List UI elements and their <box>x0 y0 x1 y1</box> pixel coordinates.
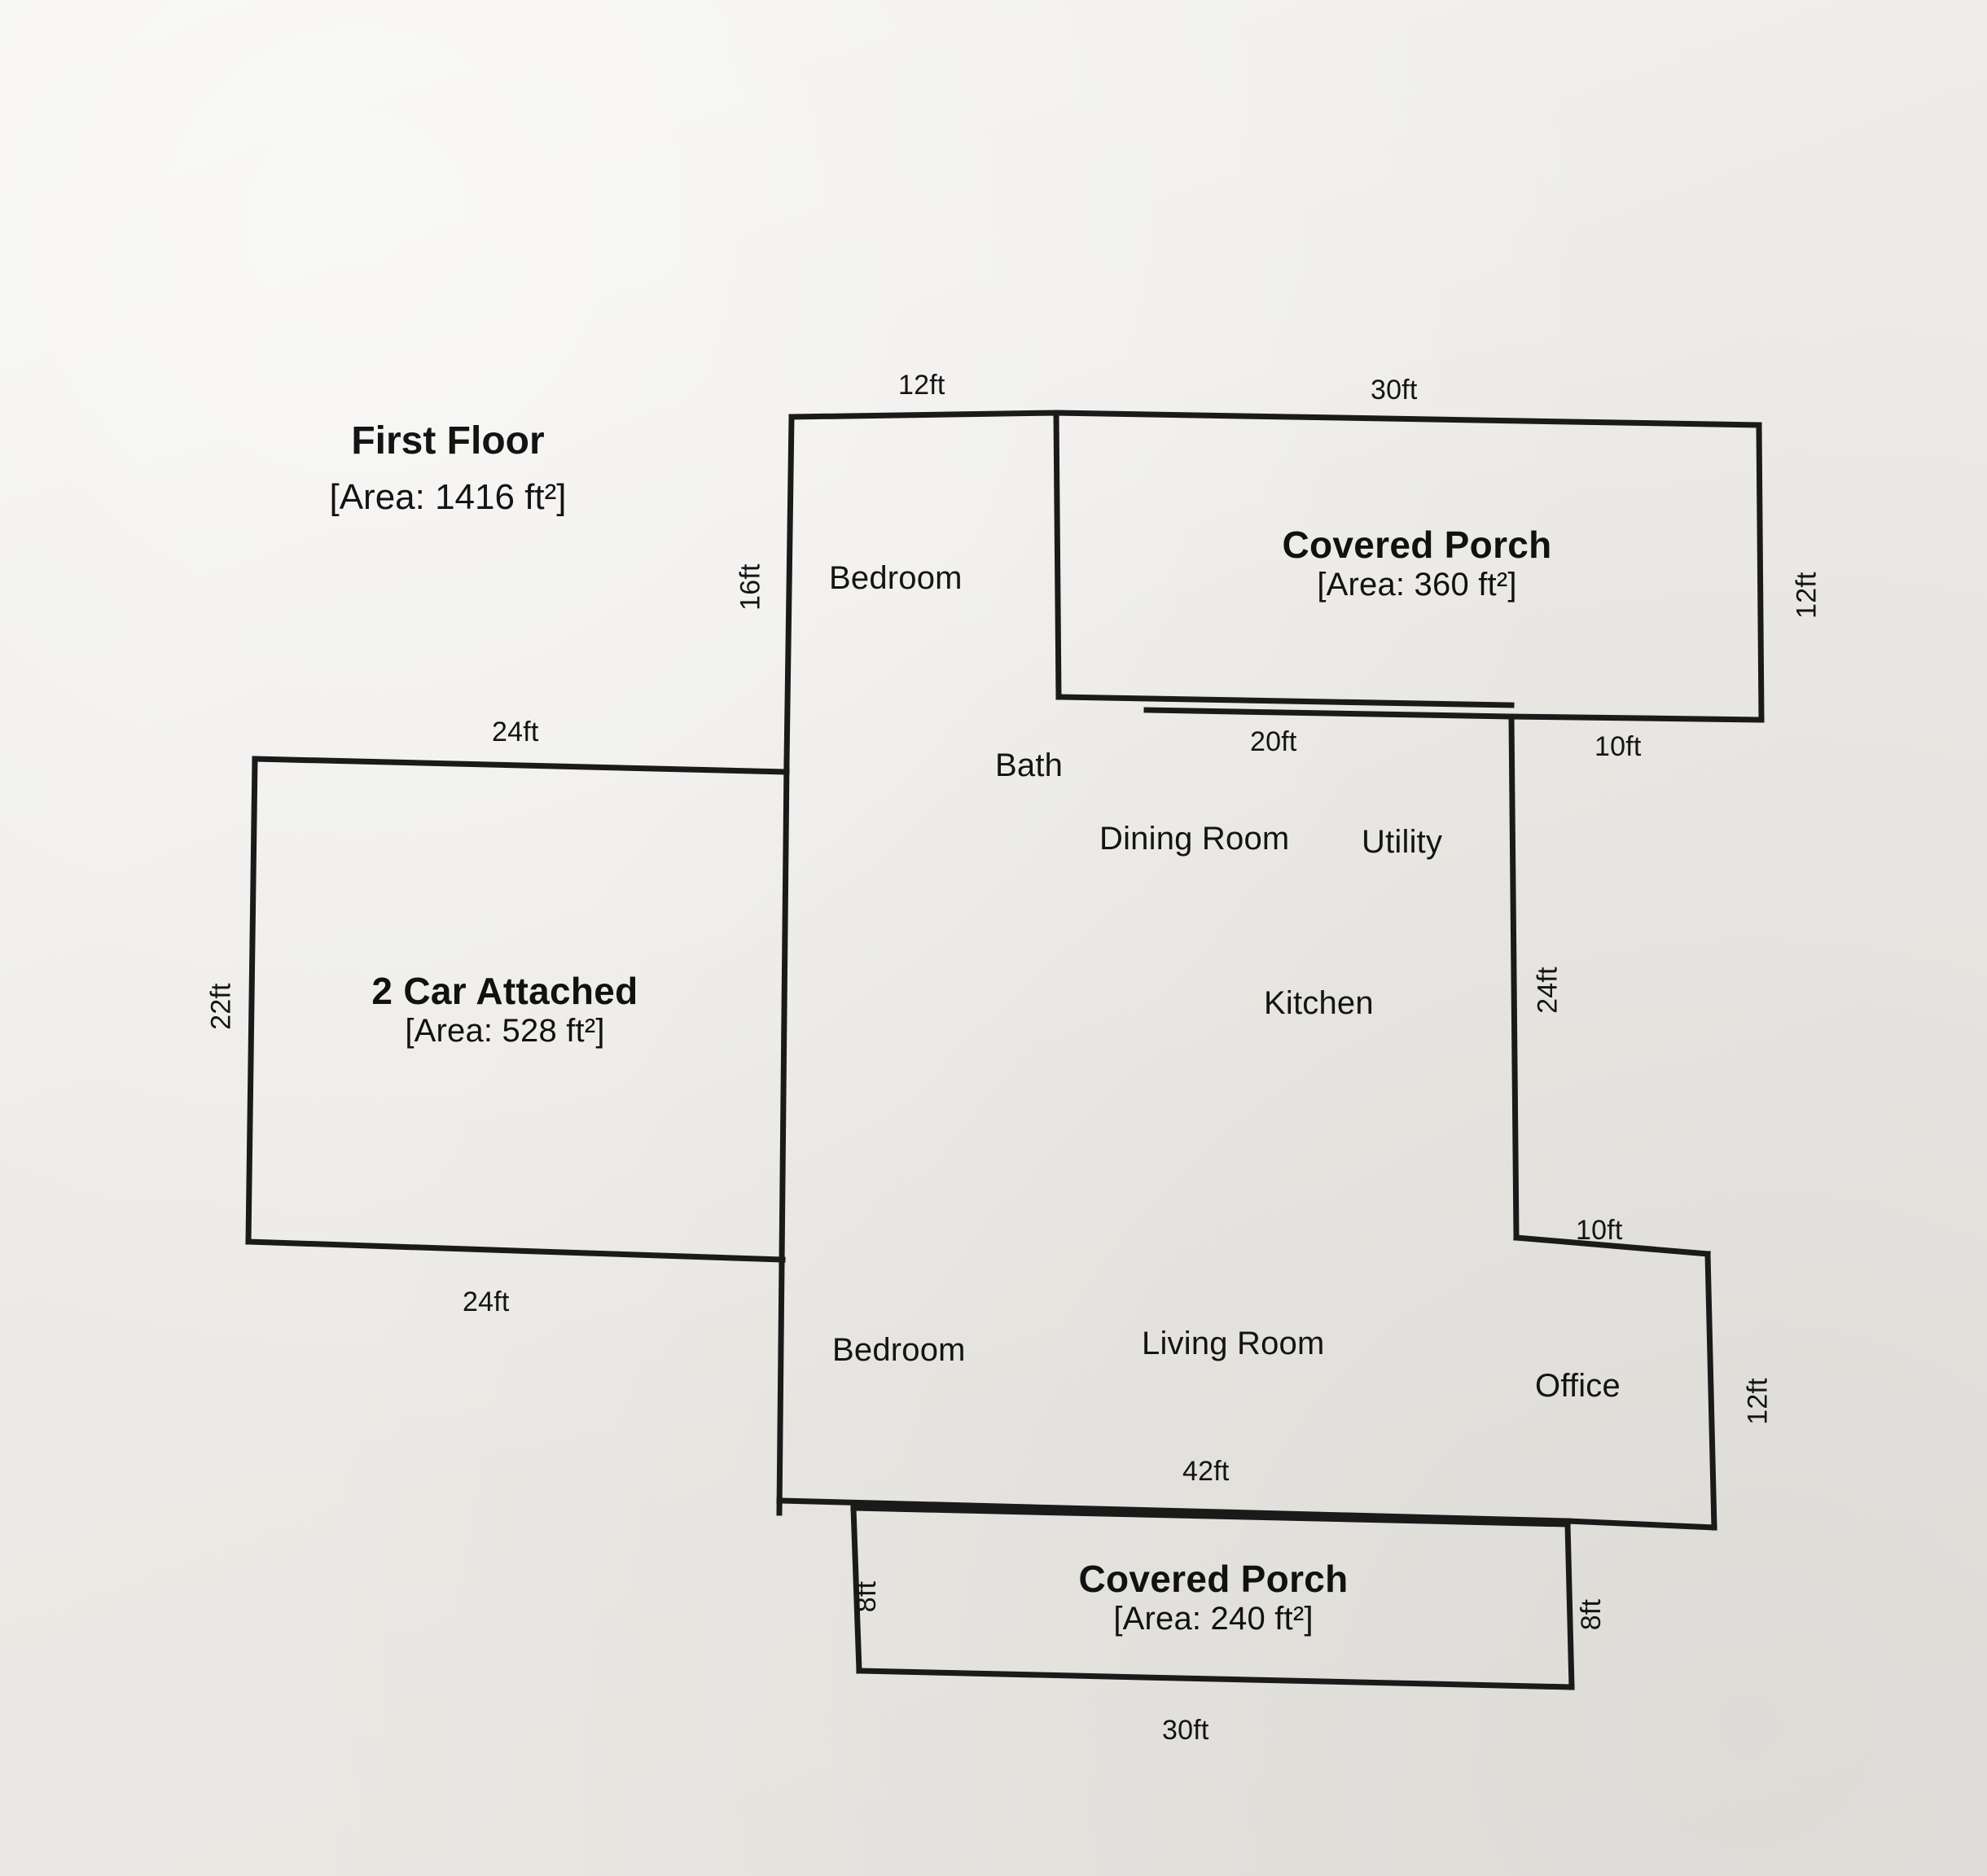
dimension-office-step: 10ft <box>1576 1215 1623 1246</box>
bedroom-porch-divider-foot <box>1055 694 1515 708</box>
dimension-top-porch-width: 30ft <box>1371 375 1418 405</box>
bottom-porch-top-wall <box>850 1505 1571 1528</box>
dimension-house-left-upper: 16ft <box>735 563 766 611</box>
covered-porch-top-label: Covered Porch [Area: 360 ft²] <box>1205 523 1629 603</box>
covered-porch-top-area: [Area: 360 ft²] <box>1317 567 1517 603</box>
room-label-utility: Utility <box>1362 824 1443 860</box>
garage-label: 2 Car Attached [Area: 528 ft²] <box>301 969 708 1050</box>
bedroom-porch-divider <box>1053 410 1062 700</box>
office-step-wall <box>1513 1234 1711 1257</box>
bottom-porch-right-wall <box>1564 1521 1575 1690</box>
dimension-house-right-height: 24ft <box>1532 966 1564 1014</box>
dimension-porch-return: 10ft <box>1594 731 1642 762</box>
house-right-wall <box>1508 713 1520 1241</box>
dimension-house-bottom-width: 42ft <box>1182 1456 1230 1487</box>
garage-title: 2 Car Attached <box>371 970 638 1012</box>
office-bottom-wall <box>1564 1518 1717 1531</box>
dimension-garage-bottom-width: 24ft <box>463 1286 510 1317</box>
garage-left-wall <box>245 756 258 1245</box>
porch-right-wall <box>1756 422 1765 723</box>
page-title: First Floor <box>351 419 545 462</box>
room-label-living-room: Living Room <box>1142 1326 1325 1361</box>
dimension-porch-right-height: 12ft <box>1791 572 1823 619</box>
covered-porch-bottom-title: Covered Porch <box>1078 1558 1349 1600</box>
dimension-bottom-porch-left: 8ft <box>851 1580 883 1613</box>
room-label-kitchen: Kitchen <box>1264 985 1374 1021</box>
house-bottom-wall <box>776 1497 1571 1524</box>
porch-top-wall <box>1053 410 1762 428</box>
dimension-bottom-porch-right: 8ft <box>1576 1598 1608 1631</box>
covered-porch-bottom-area: [Area: 240 ft²] <box>1113 1601 1314 1637</box>
house-top-wall-bedroom <box>788 410 1059 420</box>
room-label-office: Office <box>1535 1368 1621 1404</box>
bottom-porch-left-wall <box>850 1505 862 1674</box>
house-left-wall-lower <box>776 759 790 1516</box>
dimension-office-right-height: 12ft <box>1742 1378 1774 1425</box>
dimension-top-bedroom-width: 12ft <box>898 370 945 401</box>
porch-bottom-wall <box>1508 713 1765 723</box>
room-label-dining-room: Dining Room <box>1099 821 1290 857</box>
dimension-bottom-porch-width: 30ft <box>1162 1715 1209 1746</box>
covered-porch-top-title: Covered Porch <box>1282 524 1552 566</box>
house-upper-right-wall-run <box>1143 707 1515 720</box>
plan-title-block: First Floor [Area: 1416 ft²] <box>269 417 627 519</box>
office-right-wall <box>1704 1251 1717 1531</box>
room-label-bedroom-lower: Bedroom <box>832 1332 966 1368</box>
covered-porch-bottom-label: Covered Porch [Area: 240 ft²] <box>1002 1557 1425 1637</box>
garage-area: [Area: 528 ft²] <box>405 1013 605 1049</box>
room-label-bedroom-upper: Bedroom <box>829 560 963 596</box>
house-left-wall-upper <box>783 414 795 765</box>
room-label-bath: Bath <box>995 747 1064 783</box>
dimension-house-upper-right-run: 20ft <box>1250 726 1297 757</box>
bottom-porch-bottom-wall <box>856 1668 1575 1690</box>
garage-bottom-wall <box>245 1238 786 1263</box>
dimension-garage-top-width: 24ft <box>492 717 539 747</box>
plan-area-value: [Area: 1416 ft²] <box>329 476 567 517</box>
dimension-garage-left-height: 22ft <box>205 983 237 1030</box>
garage-top-wall <box>252 756 790 775</box>
